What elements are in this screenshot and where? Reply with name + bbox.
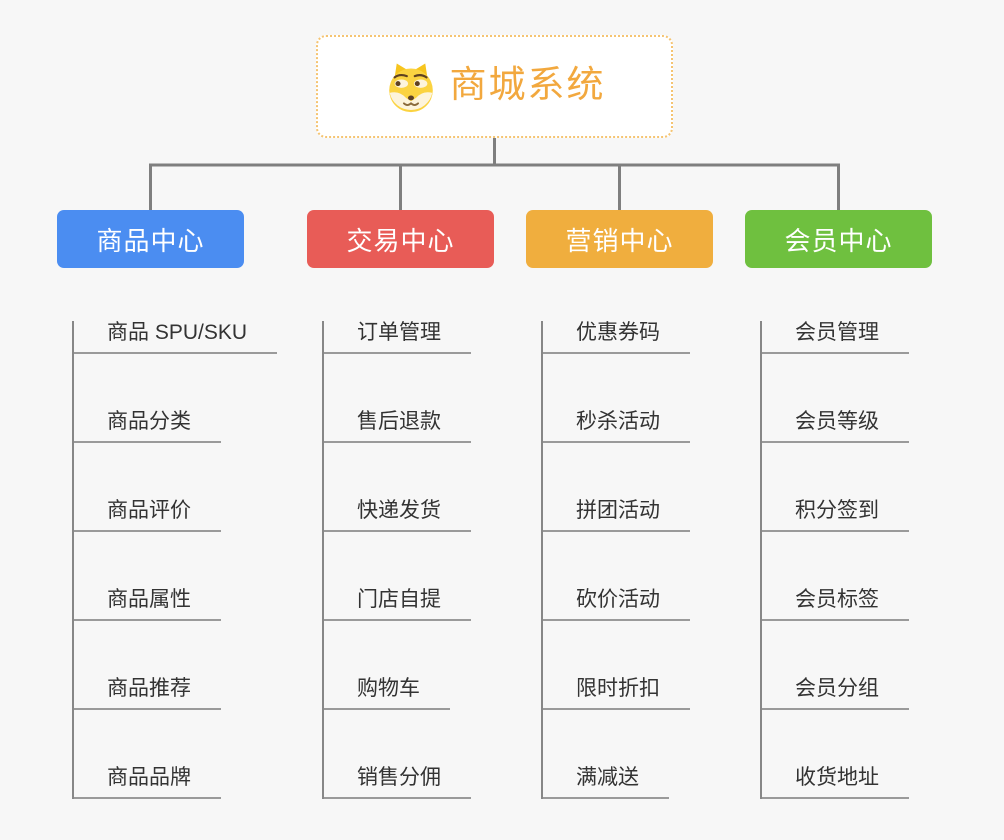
child-node[interactable]: 积分签到	[762, 499, 909, 532]
child-node[interactable]: 砍价活动	[543, 588, 690, 621]
root-title: 商城系统	[449, 64, 606, 105]
child-node[interactable]: 满减送	[543, 766, 669, 799]
branch-children: 优惠券码 秒杀活动 拼团活动 砍价活动 限时折扣 满减送	[541, 321, 690, 799]
child-node[interactable]: 拼团活动	[543, 499, 690, 532]
child-node[interactable]: 商品属性	[74, 588, 221, 621]
branch-marketing-center: 营销中心 优惠券码 秒杀活动 拼团活动 砍价活动 限时折扣 满减送	[526, 210, 713, 799]
child-node[interactable]: 秒杀活动	[543, 410, 690, 443]
child-node[interactable]: 会员标签	[762, 588, 909, 621]
child-node[interactable]: 商品 SPU/SKU	[74, 321, 278, 354]
child-node[interactable]: 会员等级	[762, 410, 909, 443]
branch-header-trade-center[interactable]: 交易中心	[307, 210, 494, 268]
branch-children: 会员管理 会员等级 积分签到 会员标签 会员分组 收货地址	[760, 321, 909, 799]
branch-header-marketing-center[interactable]: 营销中心	[526, 210, 713, 268]
child-node[interactable]: 商品品牌	[74, 766, 221, 799]
child-node[interactable]: 销售分佣	[324, 766, 471, 799]
child-node[interactable]: 门店自提	[324, 588, 471, 621]
child-node[interactable]: 收货地址	[762, 766, 909, 799]
child-node[interactable]: 商品评价	[74, 499, 221, 532]
child-node[interactable]: 优惠券码	[543, 321, 690, 354]
branch-children: 订单管理 售后退款 快递发货 门店自提 购物车 销售分佣	[322, 321, 471, 799]
branch-trade-center: 交易中心 订单管理 售后退款 快递发货 门店自提 购物车 销售分佣	[307, 210, 494, 799]
child-node[interactable]: 会员分组	[762, 677, 909, 710]
child-node[interactable]: 会员管理	[762, 321, 909, 354]
branch-header-member-center[interactable]: 会员中心	[745, 210, 932, 268]
child-node[interactable]: 快递发货	[324, 499, 471, 532]
child-node[interactable]: 限时折扣	[543, 677, 690, 710]
child-node[interactable]: 商品分类	[74, 410, 221, 443]
root-node[interactable]: 商城系统	[316, 35, 673, 138]
branch-children: 商品 SPU/SKU 商品分类 商品评价 商品属性 商品推荐 商品品牌	[72, 321, 278, 799]
branch-member-center: 会员中心 会员管理 会员等级 积分签到 会员标签 会员分组 收货地址	[745, 210, 932, 799]
branch-header-product-center[interactable]: 商品中心	[57, 210, 244, 268]
child-node[interactable]: 订单管理	[324, 321, 471, 354]
doge-icon	[384, 61, 438, 113]
child-node[interactable]: 购物车	[324, 677, 450, 710]
child-node[interactable]: 售后退款	[324, 410, 471, 443]
child-node[interactable]: 商品推荐	[74, 677, 221, 710]
branch-product-center: 商品中心 商品 SPU/SKU 商品分类 商品评价 商品属性 商品推荐 商品品牌	[57, 210, 278, 799]
